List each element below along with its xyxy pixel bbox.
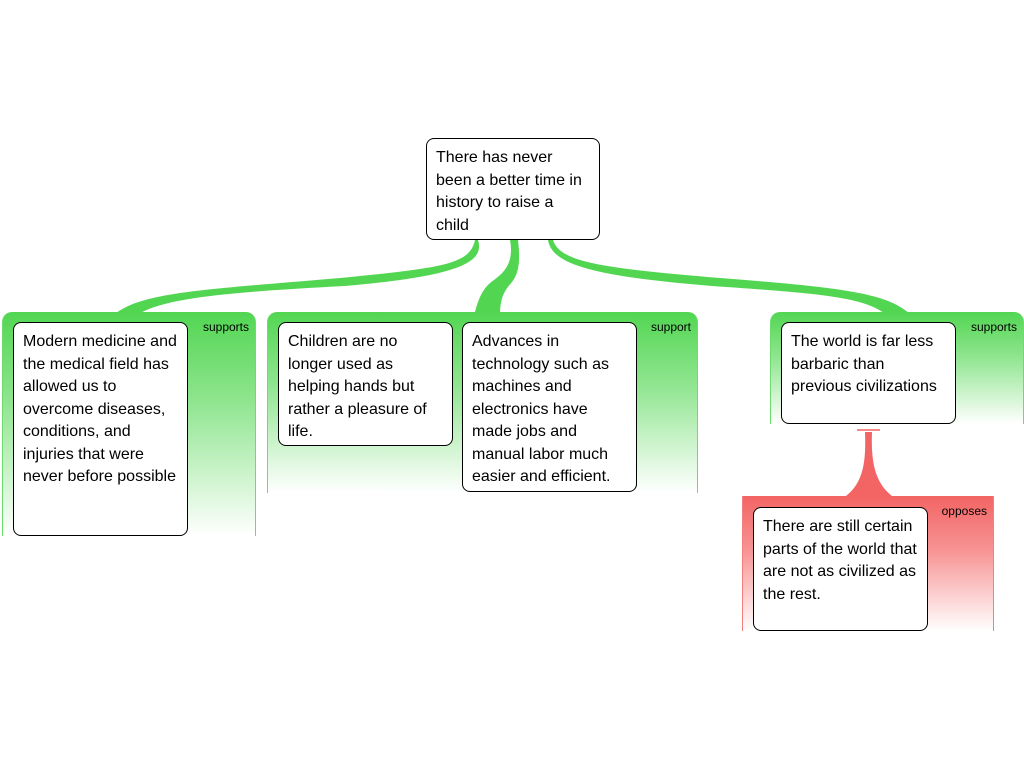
connector-main-to-middle [474,240,520,316]
connector-main-to-world [548,240,912,316]
claim-box-children[interactable]: Children are no longer used as helping h… [278,322,453,446]
relation-label-supports: supports [970,320,1017,334]
claim-box-technology[interactable]: Advances in technology such as machines … [462,322,637,492]
relation-label-supports: supports [202,320,249,334]
claim-box-medicine[interactable]: Modern medicine and the medical field ha… [13,322,188,536]
connector-world-to-opposes [846,432,892,496]
claim-box-world[interactable]: The world is far less barbaric than prev… [781,322,956,424]
relation-label-support: support [650,320,691,334]
relation-label-opposes: opposes [941,504,987,518]
main-claim-box[interactable]: There has never been a better time in hi… [426,138,600,240]
connector-main-to-medicine [112,240,480,316]
claim-box-uncivilized[interactable]: There are still certain parts of the wor… [753,507,928,631]
